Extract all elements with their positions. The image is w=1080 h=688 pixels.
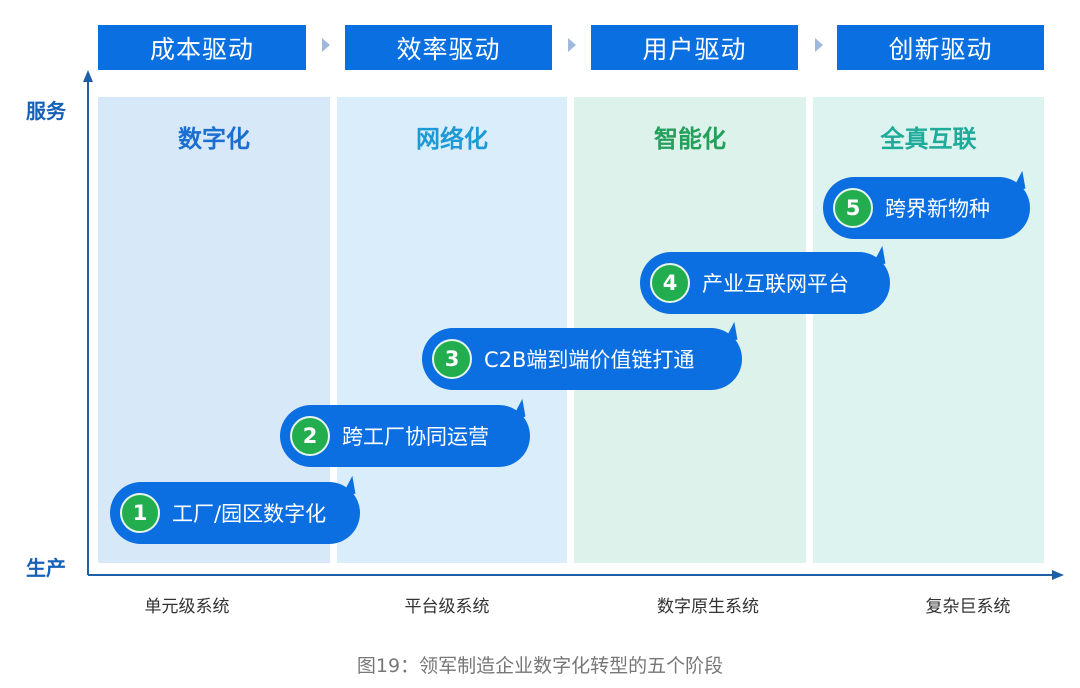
y-axis-bottom-label: 生产 <box>26 556 66 580</box>
chevron-right-icon <box>322 38 330 52</box>
x-axis-label: 数字原生系统 <box>657 597 759 617</box>
stage-bubble: 5 跨界新物种 <box>823 177 1030 239</box>
phase-title: 全真互联 <box>880 125 977 153</box>
stage-number: 5 <box>833 188 873 228</box>
figure-caption: 图19：领军制造企业数字化转型的五个阶段 <box>356 655 724 677</box>
phase-title: 智能化 <box>654 125 726 153</box>
stage-label: C2B端到端价值链打通 <box>484 348 695 372</box>
chevron-right-icon <box>815 38 823 52</box>
driver-header: 成本驱动 <box>98 25 306 70</box>
stage-bubble: 2 跨工厂协同运营 <box>280 405 530 467</box>
stage-number: 4 <box>650 263 690 303</box>
stage-bubble: 1 工厂/园区数字化 <box>110 482 360 544</box>
phase-title: 网络化 <box>416 125 488 153</box>
stage-number: 2 <box>290 416 330 456</box>
driver-header: 创新驱动 <box>837 25 1044 70</box>
stage-bubble: 3 C2B端到端价值链打通 <box>422 328 742 390</box>
driver-header: 效率驱动 <box>345 25 552 70</box>
stage-bubble: 4 产业互联网平台 <box>640 252 890 314</box>
x-axis-label: 单元级系统 <box>144 597 230 617</box>
stage-label: 工厂/园区数字化 <box>172 502 327 526</box>
stage-label: 跨界新物种 <box>885 197 990 221</box>
stage-label: 产业互联网平台 <box>702 272 849 296</box>
x-axis-label: 平台级系统 <box>404 597 490 617</box>
phase-column: 全真互联 <box>813 97 1044 563</box>
stage-number: 1 <box>120 493 160 533</box>
driver-header: 用户驱动 <box>591 25 798 70</box>
stage-label: 跨工厂协同运营 <box>342 425 489 449</box>
chevron-right-icon <box>568 38 576 52</box>
y-axis-top-label: 服务 <box>26 99 66 123</box>
x-axis-label: 复杂巨系统 <box>925 597 1011 617</box>
phase-title: 数字化 <box>178 125 250 153</box>
stage-number: 3 <box>432 339 472 379</box>
